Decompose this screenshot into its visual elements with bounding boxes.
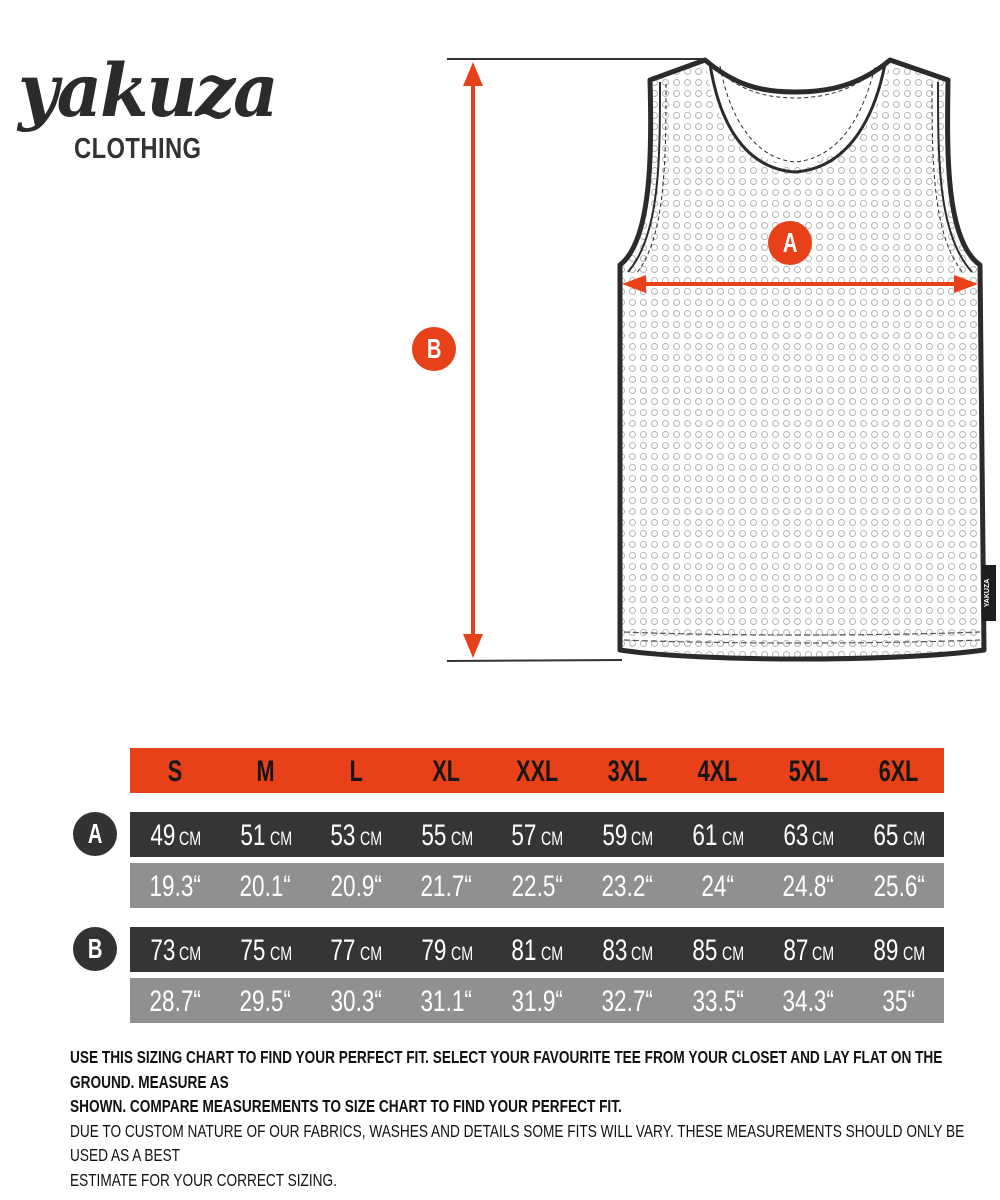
brand-tag-label: YAKUZA bbox=[984, 579, 991, 608]
size-header-cell: 5XL bbox=[788, 755, 829, 788]
cm-cell: 85 CM bbox=[692, 934, 745, 967]
inch-cell: 24.8“ bbox=[782, 870, 834, 903]
measure-arrow-a bbox=[622, 275, 978, 293]
inch-cell: 21.7“ bbox=[420, 870, 473, 903]
size-header-cell: 6XL bbox=[878, 755, 919, 788]
brand-name: yakuza bbox=[18, 46, 279, 135]
inch-cell: 34.3“ bbox=[782, 985, 834, 1018]
cm-cell: 73 CM bbox=[149, 934, 202, 967]
inch-cell: 35“ bbox=[882, 985, 915, 1018]
brand-tag: YAKUZA bbox=[982, 565, 996, 621]
cm-cell: 75 CM bbox=[240, 934, 292, 967]
cm-cell: 63 CM bbox=[782, 819, 835, 852]
inch-cell: 23.2“ bbox=[601, 870, 654, 903]
size-header-row: S M L XL XXL 3XL 4XL 5XL 6XL bbox=[130, 748, 944, 793]
row-label-b: B bbox=[73, 927, 117, 971]
size-header-cell: 3XL bbox=[607, 755, 648, 788]
row-a-inch: 19.3“ 20.1“ 20.9“ 21.7“ 22.5“ 23.2“ 24“ … bbox=[130, 863, 944, 908]
inch-cell: 24“ bbox=[701, 870, 735, 903]
row-label-a: A bbox=[73, 812, 117, 856]
cm-cell: 65 CM bbox=[873, 819, 925, 852]
measurement-badge-b: B bbox=[412, 327, 456, 371]
row-b-cm: 73 CM 75 CM 77 CM 79 CM 81 CM 83 CM 85 C… bbox=[130, 927, 944, 972]
inch-cell: 31.9“ bbox=[511, 985, 563, 1018]
cm-cell: 59 CM bbox=[602, 819, 654, 852]
garment-diagram: YAKUZA bbox=[446, 57, 996, 662]
instruction-line: USE THIS SIZING CHART TO FIND YOUR PERFE… bbox=[70, 1047, 943, 1092]
cm-cell: 77 CM bbox=[330, 934, 383, 967]
disclaimer-line: ESTIMATE FOR YOUR CORRECT SIZING. bbox=[70, 1169, 337, 1190]
sizing-instructions: USE THIS SIZING CHART TO FIND YOUR PERFE… bbox=[70, 1045, 970, 1192]
cm-cell: 57 CM bbox=[511, 819, 564, 852]
measure-line-bottom bbox=[446, 659, 623, 662]
cm-cell: 79 CM bbox=[421, 934, 473, 967]
size-header-cell: S bbox=[168, 755, 183, 788]
size-header-cell: XXL bbox=[515, 755, 558, 788]
inch-cell: 29.5“ bbox=[240, 985, 292, 1018]
measure-arrow-b bbox=[463, 62, 483, 658]
cm-cell: 89 CM bbox=[873, 934, 925, 967]
size-header-cell: 4XL bbox=[698, 755, 738, 788]
size-header-cell: XL bbox=[432, 755, 461, 788]
cm-cell: 53 CM bbox=[330, 819, 383, 852]
measurement-badge-a: A bbox=[768, 221, 812, 265]
inch-cell: 20.1“ bbox=[240, 870, 292, 903]
inch-cell: 31.1“ bbox=[420, 985, 473, 1018]
cm-cell: 49 CM bbox=[149, 819, 202, 852]
cm-cell: 55 CM bbox=[421, 819, 473, 852]
row-b-inch: 28.7“ 29.5“ 30.3“ 31.1“ 31.9“ 32.7“ 33.5… bbox=[130, 978, 944, 1023]
cm-cell: 81 CM bbox=[511, 934, 564, 967]
brand-subtitle: CLOTHING bbox=[74, 133, 202, 165]
row-a-cm: 49 CM 51 CM 53 CM 55 CM 57 CM 59 CM 61 C… bbox=[130, 812, 944, 857]
inch-cell: 19.3“ bbox=[149, 870, 201, 903]
cm-cell: 51 CM bbox=[240, 819, 292, 852]
tank-top-illustration bbox=[617, 57, 987, 662]
disclaimer-line: DUE TO CUSTOM NATURE OF OUR FABRICS, WAS… bbox=[70, 1120, 965, 1166]
brand-logo: yakuza CLOTHING bbox=[18, 46, 279, 165]
inch-cell: 32.7“ bbox=[601, 985, 654, 1018]
cm-cell: 83 CM bbox=[602, 934, 654, 967]
inch-cell: 20.9“ bbox=[330, 870, 382, 903]
inch-cell: 22.5“ bbox=[511, 870, 563, 903]
inch-cell: 28.7“ bbox=[149, 985, 201, 1018]
size-header-cell: L bbox=[349, 755, 363, 788]
cm-cell: 61 CM bbox=[692, 819, 745, 852]
inch-cell: 25.6“ bbox=[873, 870, 925, 903]
inch-cell: 30.3“ bbox=[330, 985, 382, 1018]
inch-cell: 33.5“ bbox=[692, 985, 744, 1018]
size-header-cell: M bbox=[256, 755, 275, 788]
cm-cell: 87 CM bbox=[782, 934, 835, 967]
instruction-line: SHOWN. COMPARE MEASUREMENTS TO SIZE CHAR… bbox=[70, 1096, 622, 1116]
